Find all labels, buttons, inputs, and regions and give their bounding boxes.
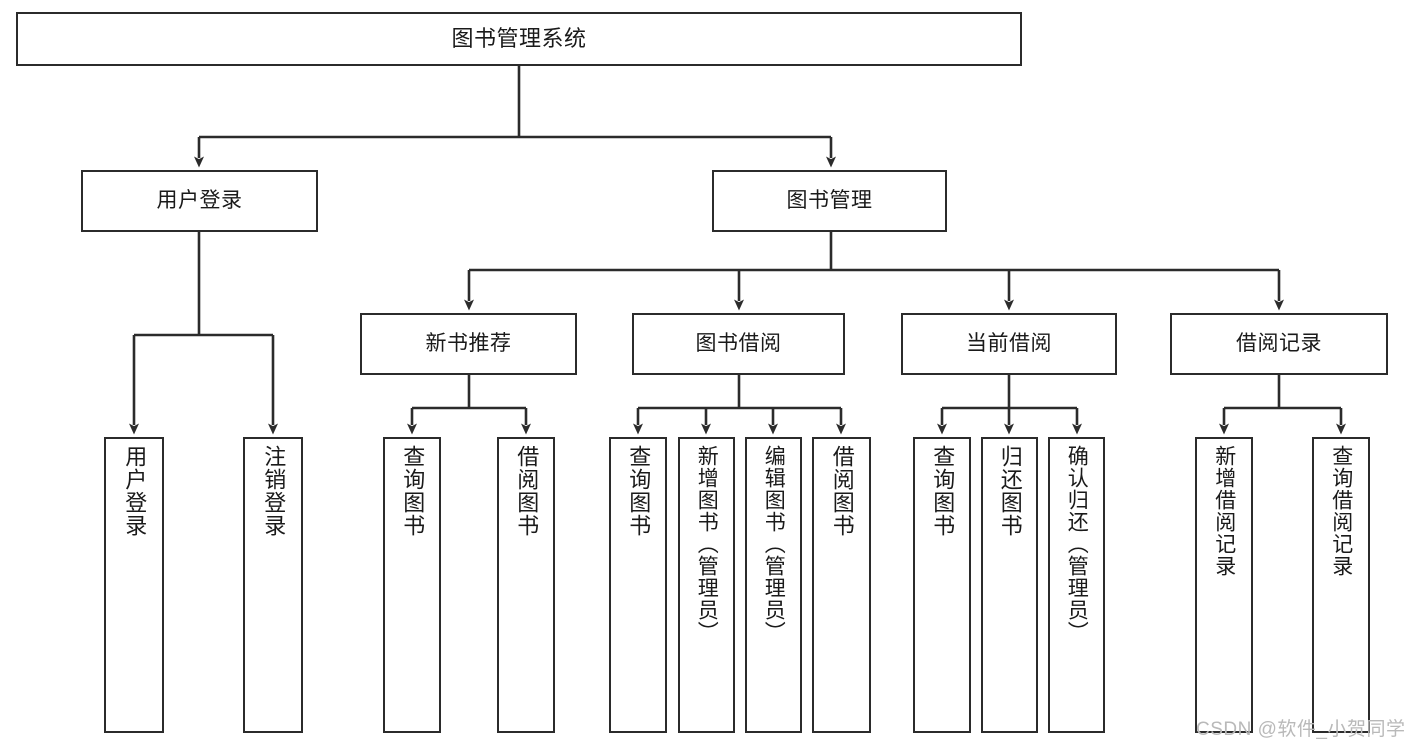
- node-label: 新书推荐: [425, 331, 512, 355]
- node-label: 查询图书: [930, 445, 956, 537]
- leaf-query-book-new-rec[interactable]: 查询图书: [383, 437, 441, 733]
- node-label: 归还图书: [997, 445, 1023, 537]
- node-book-management[interactable]: 图书管理: [712, 170, 947, 232]
- node-label: 查询图书: [400, 445, 426, 537]
- leaf-query-book-borrow[interactable]: 查询图书: [609, 437, 667, 733]
- node-label: 借阅记录: [1236, 331, 1322, 355]
- node-label: 图书借阅: [695, 331, 782, 355]
- node-label: 借阅图书: [514, 445, 540, 537]
- node-label: 查询图书: [626, 445, 652, 537]
- leaf-return-book[interactable]: 归还图书: [981, 437, 1038, 733]
- leaf-borrow-book-new-rec[interactable]: 借阅图书: [497, 437, 555, 733]
- node-borrow-record[interactable]: 借阅记录: [1170, 313, 1388, 375]
- node-label: 新增图书（管理员）: [695, 445, 719, 643]
- node-label: 当前借阅: [966, 331, 1052, 355]
- node-label: 图书管理系统: [451, 26, 587, 52]
- node-book-borrow[interactable]: 图书借阅: [632, 313, 845, 375]
- node-label: 借阅图书: [829, 445, 855, 537]
- leaf-query-book-current[interactable]: 查询图书: [913, 437, 971, 733]
- node-label: 用户登录: [122, 445, 148, 537]
- node-user-login[interactable]: 用户登录: [81, 170, 318, 232]
- leaf-query-borrow-record[interactable]: 查询借阅记录: [1312, 437, 1370, 733]
- node-label: 新增借阅记录: [1212, 445, 1236, 577]
- node-label: 用户登录: [156, 188, 243, 212]
- node-new-book-recommendation[interactable]: 新书推荐: [360, 313, 577, 375]
- leaf-add-book-admin[interactable]: 新增图书（管理员）: [678, 437, 735, 733]
- leaf-add-borrow-record[interactable]: 新增借阅记录: [1195, 437, 1253, 733]
- node-root-book-management-system[interactable]: 图书管理系统: [16, 12, 1022, 66]
- node-label: 注销登录: [261, 445, 287, 537]
- node-label: 确认归还（管理员）: [1065, 445, 1089, 643]
- leaf-logout[interactable]: 注销登录: [243, 437, 303, 733]
- leaf-edit-book-admin[interactable]: 编辑图书（管理员）: [745, 437, 802, 733]
- node-label: 编辑图书（管理员）: [762, 445, 786, 643]
- node-current-borrow[interactable]: 当前借阅: [901, 313, 1117, 375]
- leaf-user-login[interactable]: 用户登录: [104, 437, 164, 733]
- leaf-confirm-return-admin[interactable]: 确认归还（管理员）: [1048, 437, 1105, 733]
- leaf-borrow-book[interactable]: 借阅图书: [812, 437, 871, 733]
- node-label: 图书管理: [786, 188, 873, 212]
- node-label: 查询借阅记录: [1329, 445, 1353, 577]
